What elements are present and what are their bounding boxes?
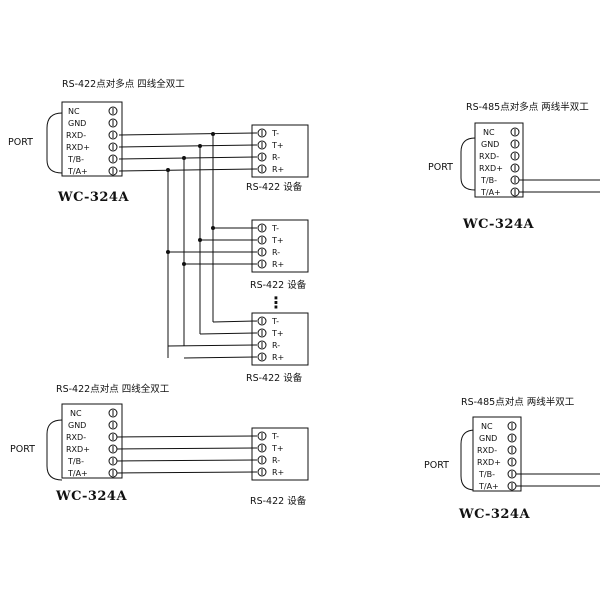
diagram-1-title: RS-422点对多点 四线全双工 (62, 78, 185, 90)
pin-label-gnd: GND (68, 119, 86, 128)
pin-label-nc: NC (483, 128, 495, 137)
pin-label-ta-plus: T/A+ (67, 469, 88, 478)
device-3-pins: T- T+ R- R+ (271, 317, 284, 362)
port-bracket (460, 137, 476, 191)
device-screw-icons (257, 128, 267, 362)
pin-label-tb-minus: T/B- (67, 155, 84, 164)
port-bracket (460, 429, 476, 491)
port-label: PORT (10, 444, 35, 455)
pin-label-rxd-minus: RXD- (66, 131, 86, 140)
diagram-rs422-point-to-point: RS-422点对点 四线全双工 PORT NC GND RXD- RXD+ T/… (10, 383, 309, 507)
device-pin-t-minus: T- (271, 432, 279, 441)
pin-label-rxd-plus: RXD+ (479, 164, 503, 173)
pin-label-ta-plus: T/A+ (67, 167, 88, 176)
device-2-label: RS-422 设备 (250, 279, 307, 291)
pin-label-tb-minus: T/B- (67, 457, 84, 466)
device-2-pins: T- T+ R- R+ (271, 224, 284, 269)
device-pin-t-minus: T- (271, 129, 279, 138)
bus-wires (118, 132, 258, 359)
port-label: PORT (428, 162, 453, 173)
port-bracket (46, 112, 63, 174)
device-pin-r-minus: R- (272, 248, 280, 257)
port-label: PORT (8, 137, 33, 148)
pin-label-gnd: GND (479, 434, 497, 443)
pin-label-gnd: GND (68, 421, 86, 430)
pin-label-rxd-plus: RXD+ (477, 458, 501, 467)
pin-label-rxd-plus: RXD+ (66, 445, 90, 454)
p2p-wires (116, 435, 258, 474)
pin-label-ta-plus: T/A+ (480, 188, 501, 197)
device-pin-r-minus: R- (272, 456, 280, 465)
device-pin-r-plus: R+ (272, 353, 284, 362)
pin-label-rxd-minus: RXD- (479, 152, 499, 161)
pin-label-nc: NC (70, 409, 82, 418)
pin-label-rxd-plus: RXD+ (66, 143, 90, 152)
model-label: WC-324A (458, 507, 530, 522)
device-pin-r-plus: R+ (272, 468, 284, 477)
screw-terminal-icons (108, 408, 118, 478)
diagram-2-title: RS-485点对多点 两线半双工 (466, 101, 589, 113)
screw-terminal-icons (507, 421, 517, 491)
pin-label-nc: NC (481, 422, 493, 431)
device-pin-t-plus: T+ (271, 141, 284, 150)
pin-label-tb-minus: T/B- (480, 176, 497, 185)
device-pin-r-minus: R- (272, 153, 280, 162)
device-pin-t-plus: T+ (271, 444, 284, 453)
device-screw-icons (257, 431, 267, 477)
model-label: WC-324A (57, 190, 129, 205)
port-label: PORT (424, 460, 449, 471)
pin-label-rxd-minus: RXD- (66, 433, 86, 442)
device-pin-r-minus: R- (272, 341, 280, 350)
pin-label-tb-minus: T/B- (478, 470, 495, 479)
more-devices-ellipsis: ⋮ (268, 293, 284, 312)
pin-label-nc: NC (68, 107, 80, 116)
diagram-rs485-multipoint: RS-485点对多点 两线半双工 PORT NC GND RXD- RXD+ T… (428, 101, 600, 232)
device-pin-r-plus: R+ (272, 260, 284, 269)
device-pin-r-plus: R+ (272, 165, 284, 174)
diagram-rs485-point-to-point: RS-485点对点 两线半双工 PORT NC GND RXD- RXD+ T/… (424, 396, 600, 522)
screw-terminal-icons (108, 106, 118, 176)
device-pin-t-minus: T- (271, 224, 279, 233)
device-pin-t-minus: T- (271, 317, 279, 326)
device-1-label: RS-422 设备 (246, 181, 303, 193)
device-1-pins: T- T+ R- R+ (271, 129, 284, 174)
device-3-label: RS-422 设备 (246, 372, 303, 384)
device-label: RS-422 设备 (250, 495, 307, 507)
device-pin-t-plus: T+ (271, 329, 284, 338)
device-pin-t-plus: T+ (271, 236, 284, 245)
diagram-3-title: RS-422点对点 四线全双工 (56, 383, 170, 395)
pin-label-ta-plus: T/A+ (478, 482, 499, 491)
diagram-4-title: RS-485点对点 两线半双工 (461, 396, 575, 408)
diagram-rs422-multipoint: RS-422点对多点 四线全双工 PORT NC GND RXD- RXD+ T… (8, 78, 309, 384)
pin-label-gnd: GND (481, 140, 499, 149)
screw-terminal-icons (510, 127, 520, 197)
model-label: WC-324A (462, 217, 534, 232)
port-bracket (46, 419, 63, 481)
model-label: WC-324A (55, 489, 127, 504)
pin-label-rxd-minus: RXD- (477, 446, 497, 455)
